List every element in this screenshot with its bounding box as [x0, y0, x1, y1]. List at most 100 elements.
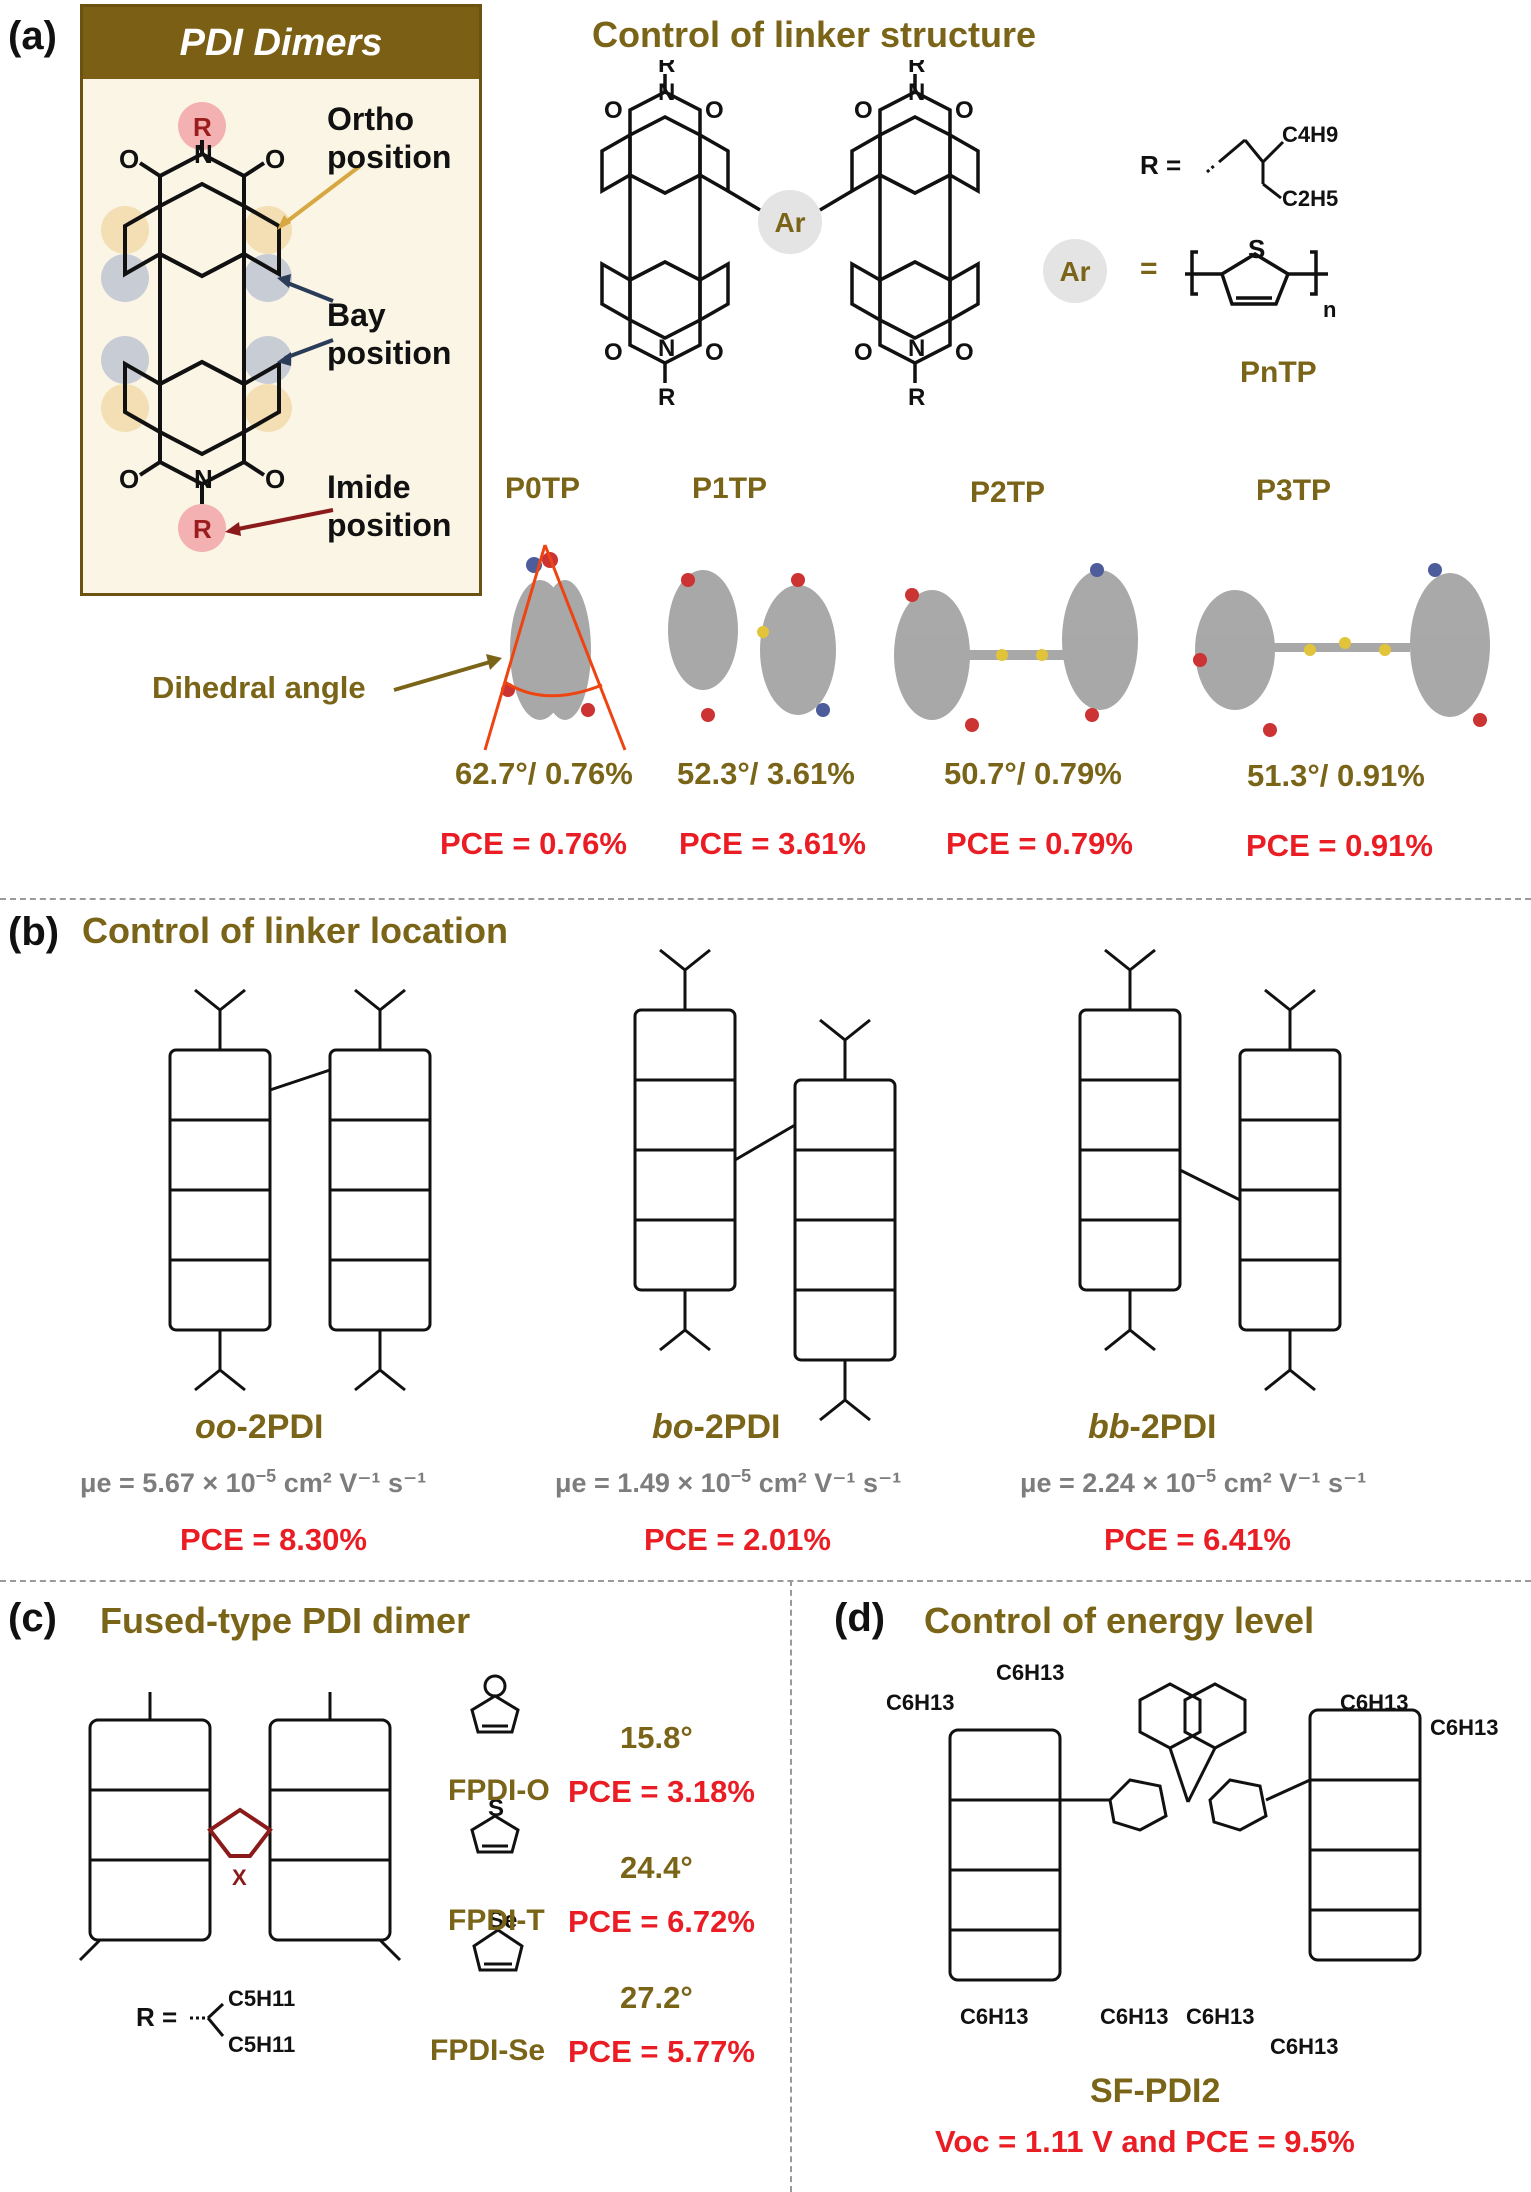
divider-b-cd: [0, 1580, 1531, 1582]
bo-2pdi-name-italic: bo: [652, 1408, 694, 1446]
fpdi-se-angle: 27.2°: [620, 1980, 693, 2015]
imide-label-line1: Imide: [327, 469, 411, 505]
fpdi-o-angle: 15.8°: [620, 1720, 693, 1755]
svg-text:R: R: [193, 514, 212, 544]
oo-2pdi-structure: [168, 988, 432, 1392]
svg-text:N: N: [194, 464, 213, 494]
oo-2pdi-mobility-prefix: μe = 5.67 × 10: [80, 1468, 256, 1498]
svg-text:O: O: [854, 339, 873, 366]
svg-text:R: R: [658, 384, 675, 411]
thiophene-repeat-structure: S n: [1185, 234, 1336, 322]
perylene-diimide-core: [123, 140, 281, 504]
bo-2pdi-name-rest: -2PDI: [693, 1408, 781, 1446]
c6h13-label-5: C6H13: [960, 2004, 1029, 2029]
panel-b-title: Control of linker location: [82, 910, 509, 951]
svg-text:N: N: [658, 335, 675, 362]
bb-2pdi-mobility-exp: −5: [1195, 1466, 1217, 1486]
c5h11-label-top: C5H11: [228, 1986, 296, 2011]
svg-text:O: O: [705, 339, 724, 366]
svg-text:R: R: [193, 112, 212, 142]
p3tp-value: 51.3°/ 0.91%: [1247, 758, 1425, 793]
panel-c-title: Fused-type PDI dimer: [100, 1600, 471, 1641]
pdi-dimers-box-title: PDI Dimers: [179, 21, 383, 64]
svg-text:O: O: [854, 97, 873, 124]
oo-2pdi-name: oo-2PDI: [195, 1408, 323, 1447]
repeat-n-label: n: [1323, 297, 1336, 322]
p0tp-value: 62.7°/ 0.76%: [455, 756, 633, 791]
oo-2pdi-name-italic: oo: [195, 1408, 237, 1446]
bay-label: Bay position: [327, 296, 451, 372]
c5h11-label-bottom: C5H11: [228, 2032, 296, 2057]
p2tp-name: P2TP: [970, 476, 1046, 509]
fpdi-t-pce: PCE = 6.72%: [568, 1904, 755, 1939]
fpdi-o-pce: PCE = 3.18%: [568, 1774, 755, 1809]
p3tp-3d-model: [1193, 563, 1490, 737]
bo-2pdi-name: bo-2PDI: [652, 1408, 780, 1447]
ortho-label-line1: Ortho: [327, 101, 415, 137]
thiophene-s-atom: S: [1248, 234, 1265, 264]
svg-text:O: O: [265, 464, 285, 494]
c6h13-label-4: C6H13: [1430, 1715, 1499, 1740]
svg-text:O: O: [604, 339, 623, 366]
svg-text:R: R: [908, 384, 925, 411]
bay-arrow-1: [284, 280, 334, 303]
c6h13-label-3: C6H13: [1340, 1690, 1409, 1715]
ortho-label: Ortho position: [327, 100, 451, 176]
divider-a-b: [0, 898, 1531, 900]
selenophene-icon-atom: Se: [488, 1907, 517, 1934]
dihedral-angle-arrow: [393, 654, 502, 692]
atom-labels: N O O N O O R R: [119, 112, 285, 544]
pdi-monomer-structure: N O O N O O R R: [101, 102, 362, 552]
p1tp-pce: PCE = 3.61%: [679, 826, 866, 861]
c4h9-label: C4H9: [1282, 122, 1339, 147]
fused-x-atom: X: [232, 1865, 247, 1890]
panel-d-letter: (d): [834, 1596, 886, 1640]
oo-2pdi-pce: PCE = 8.30%: [180, 1522, 367, 1557]
imide-label-line2: position: [327, 507, 452, 543]
furan-icon: [470, 1674, 520, 1734]
bo-2pdi-mobility-units: cm² V⁻¹ s⁻¹: [751, 1468, 902, 1498]
c6h13-label-6: C6H13: [1100, 2004, 1169, 2029]
p3tp-pce: PCE = 0.91%: [1246, 828, 1433, 863]
p1tp-name: P1TP: [692, 472, 768, 505]
ar-label-legend: Ar: [1059, 256, 1090, 287]
svg-text:O: O: [265, 144, 285, 174]
p2tp-value: 50.7°/ 0.79%: [944, 756, 1122, 791]
oo-2pdi-name-rest: -2PDI: [236, 1408, 324, 1446]
ar-circle-legend: Ar: [1043, 239, 1107, 303]
svg-text:O: O: [955, 97, 974, 124]
thiophene-icon-atom: S: [488, 1795, 504, 1822]
sf-pdi2-name: SF-PDI2: [1090, 2072, 1221, 2110]
bb-2pdi-mobility-units: cm² V⁻¹ s⁻¹: [1216, 1468, 1367, 1498]
c6h13-label-7: C6H13: [1186, 2004, 1255, 2029]
selenophene-icon: Se: [472, 1907, 524, 1972]
svg-text:O: O: [705, 97, 724, 124]
fpdi-se-name: FPDI-Se: [430, 2034, 546, 2067]
p0tp-name: P0TP: [505, 472, 581, 505]
ortho-arrow: [279, 164, 362, 228]
fpdi-t-name: FPDI-T: [448, 1904, 545, 1937]
bo-2pdi-pce: PCE = 2.01%: [644, 1522, 831, 1557]
c6h13-label-1: C6H13: [886, 1690, 955, 1715]
panel-a-title: Control of linker structure: [592, 14, 1037, 55]
bb-2pdi-pce: PCE = 6.41%: [1104, 1522, 1291, 1557]
ar-label-dimer: Ar: [774, 207, 805, 238]
fused-pdi-dimer-structure: X: [78, 1692, 402, 1962]
c6h13-label-2: C6H13: [996, 1660, 1065, 1685]
ar-equals: =: [1140, 252, 1158, 285]
bay-label-line1: Bay: [327, 297, 386, 333]
bb-2pdi-mobility-prefix: μe = 2.24 × 10: [1020, 1468, 1196, 1498]
bo-2pdi-structure: [633, 948, 897, 1422]
fpdi-o-name: FPDI-O: [448, 1774, 550, 1807]
p0tp-pce: PCE = 0.76%: [440, 826, 627, 861]
sf-pdi2-voc-pce: Voc = 1.11 V and PCE = 9.5%: [935, 2124, 1355, 2159]
panel-c-letter: (c): [8, 1596, 57, 1640]
dihedral-angle-label: Dihedral angle: [152, 670, 366, 705]
bo-2pdi-mobility: μe = 1.49 × 10−5 cm² V⁻¹ s⁻¹: [555, 1466, 901, 1499]
bb-2pdi-mobility: μe = 2.24 × 10−5 cm² V⁻¹ s⁻¹: [1020, 1466, 1366, 1499]
p2tp-3d-model: [894, 563, 1138, 732]
svg-text:O: O: [119, 144, 139, 174]
bb-2pdi-name: bb-2PDI: [1088, 1408, 1216, 1447]
pdi-dimers-box-header: PDI Dimers: [83, 7, 479, 79]
